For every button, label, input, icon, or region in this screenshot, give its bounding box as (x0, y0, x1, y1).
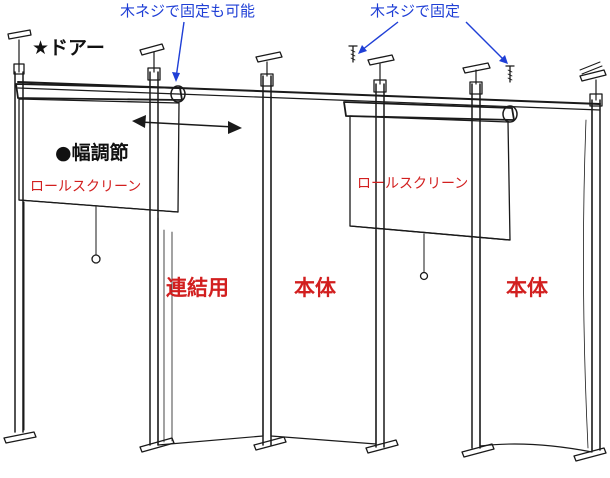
roll-screen-right (343, 101, 518, 281)
label-screw-fix: 木ネジで固定 (370, 2, 460, 20)
pole-4 (365, 54, 399, 454)
label-main-body-center: 本体 (294, 276, 337, 300)
pole-door (3, 29, 37, 444)
wood-screw-icon (579, 61, 603, 75)
label-main-body-right: 本体 (506, 276, 549, 300)
pole-5 (461, 62, 495, 458)
label-roll-screen-right: ロールスクリーン (357, 176, 468, 192)
label-width-adjust: ●幅調節 (55, 141, 129, 164)
double-arrow-icon (132, 115, 242, 134)
pole-3 (253, 51, 287, 451)
wood-screw-icon (348, 45, 358, 63)
annotation-leader-right-b (465, 21, 508, 64)
pole-2 (139, 43, 175, 453)
pole-6 (573, 69, 607, 462)
label-screw-fix-possible: 木ネジで固定も可能 (120, 2, 255, 20)
panel-main-center (270, 95, 377, 445)
label-door: ★ドアー (32, 37, 105, 59)
wood-screw-icon (505, 65, 515, 83)
annotation-leader-right-a (358, 21, 399, 54)
panel-main-right (479, 105, 593, 453)
annotation-leader-left (172, 21, 185, 82)
label-connector: 連結用 (166, 276, 229, 300)
roll-screen-left (15, 83, 186, 431)
panel-connector (157, 94, 264, 446)
label-roll-screen-left: ロールスクリーン (30, 179, 141, 195)
